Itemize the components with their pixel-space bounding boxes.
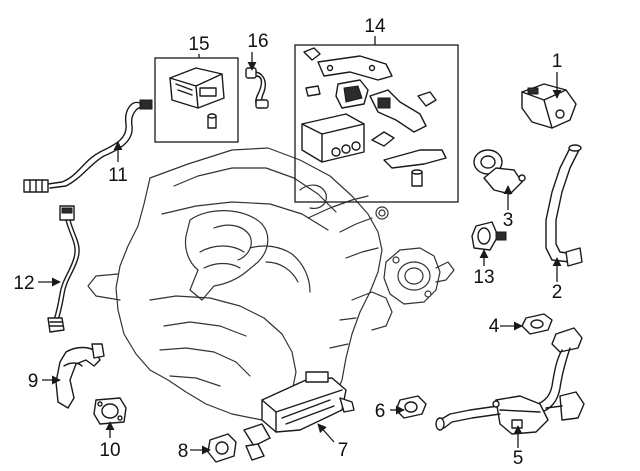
callout-2: 2 (552, 282, 563, 303)
callout-5: 5 (513, 448, 524, 469)
engine-block (87, 147, 393, 421)
egr-pipe-part (545, 144, 583, 267)
callout-3: 3 (503, 210, 514, 231)
callout-11: 11 (108, 165, 128, 186)
gasket-10-part (93, 397, 127, 425)
oxygen-sensor-lower-part (47, 205, 80, 333)
vacuum-modulator-part (473, 149, 526, 195)
gasket-8-part (207, 433, 237, 463)
callout-4: 4 (489, 316, 500, 337)
sensor-13-part (471, 221, 507, 251)
callout-12: 12 (13, 273, 34, 294)
egr-cooler-part (243, 371, 355, 461)
callout-8: 8 (178, 441, 189, 462)
vacuum-hose-part (245, 67, 269, 109)
callout-1: 1 (552, 51, 563, 72)
callout-15: 15 (188, 34, 209, 55)
evap-canister-kit (301, 47, 447, 187)
callout-9: 9 (28, 371, 39, 392)
part-15-box (154, 57, 239, 143)
oxygen-sensor-upper-part (23, 99, 153, 193)
egr-valve-part (521, 83, 577, 129)
callout-13: 13 (473, 267, 494, 288)
callout-labels: 1 2 3 4 5 6 7 8 9 10 11 12 13 14 15 16 (13, 16, 562, 469)
callout-10: 10 (99, 440, 120, 461)
callout-6: 6 (375, 401, 386, 422)
gasket-4-part (521, 313, 553, 335)
part-14-box (294, 44, 459, 203)
exhaust-pipe-part (55, 343, 105, 409)
ecu-module (169, 67, 225, 129)
leader-lines (38, 36, 562, 455)
callout-7: 7 (338, 440, 349, 461)
gasket-6-part (395, 395, 427, 419)
callout-16: 16 (247, 31, 268, 52)
callout-14: 14 (364, 16, 386, 37)
throttle-body (383, 247, 455, 305)
egr-tube-part (435, 327, 585, 435)
